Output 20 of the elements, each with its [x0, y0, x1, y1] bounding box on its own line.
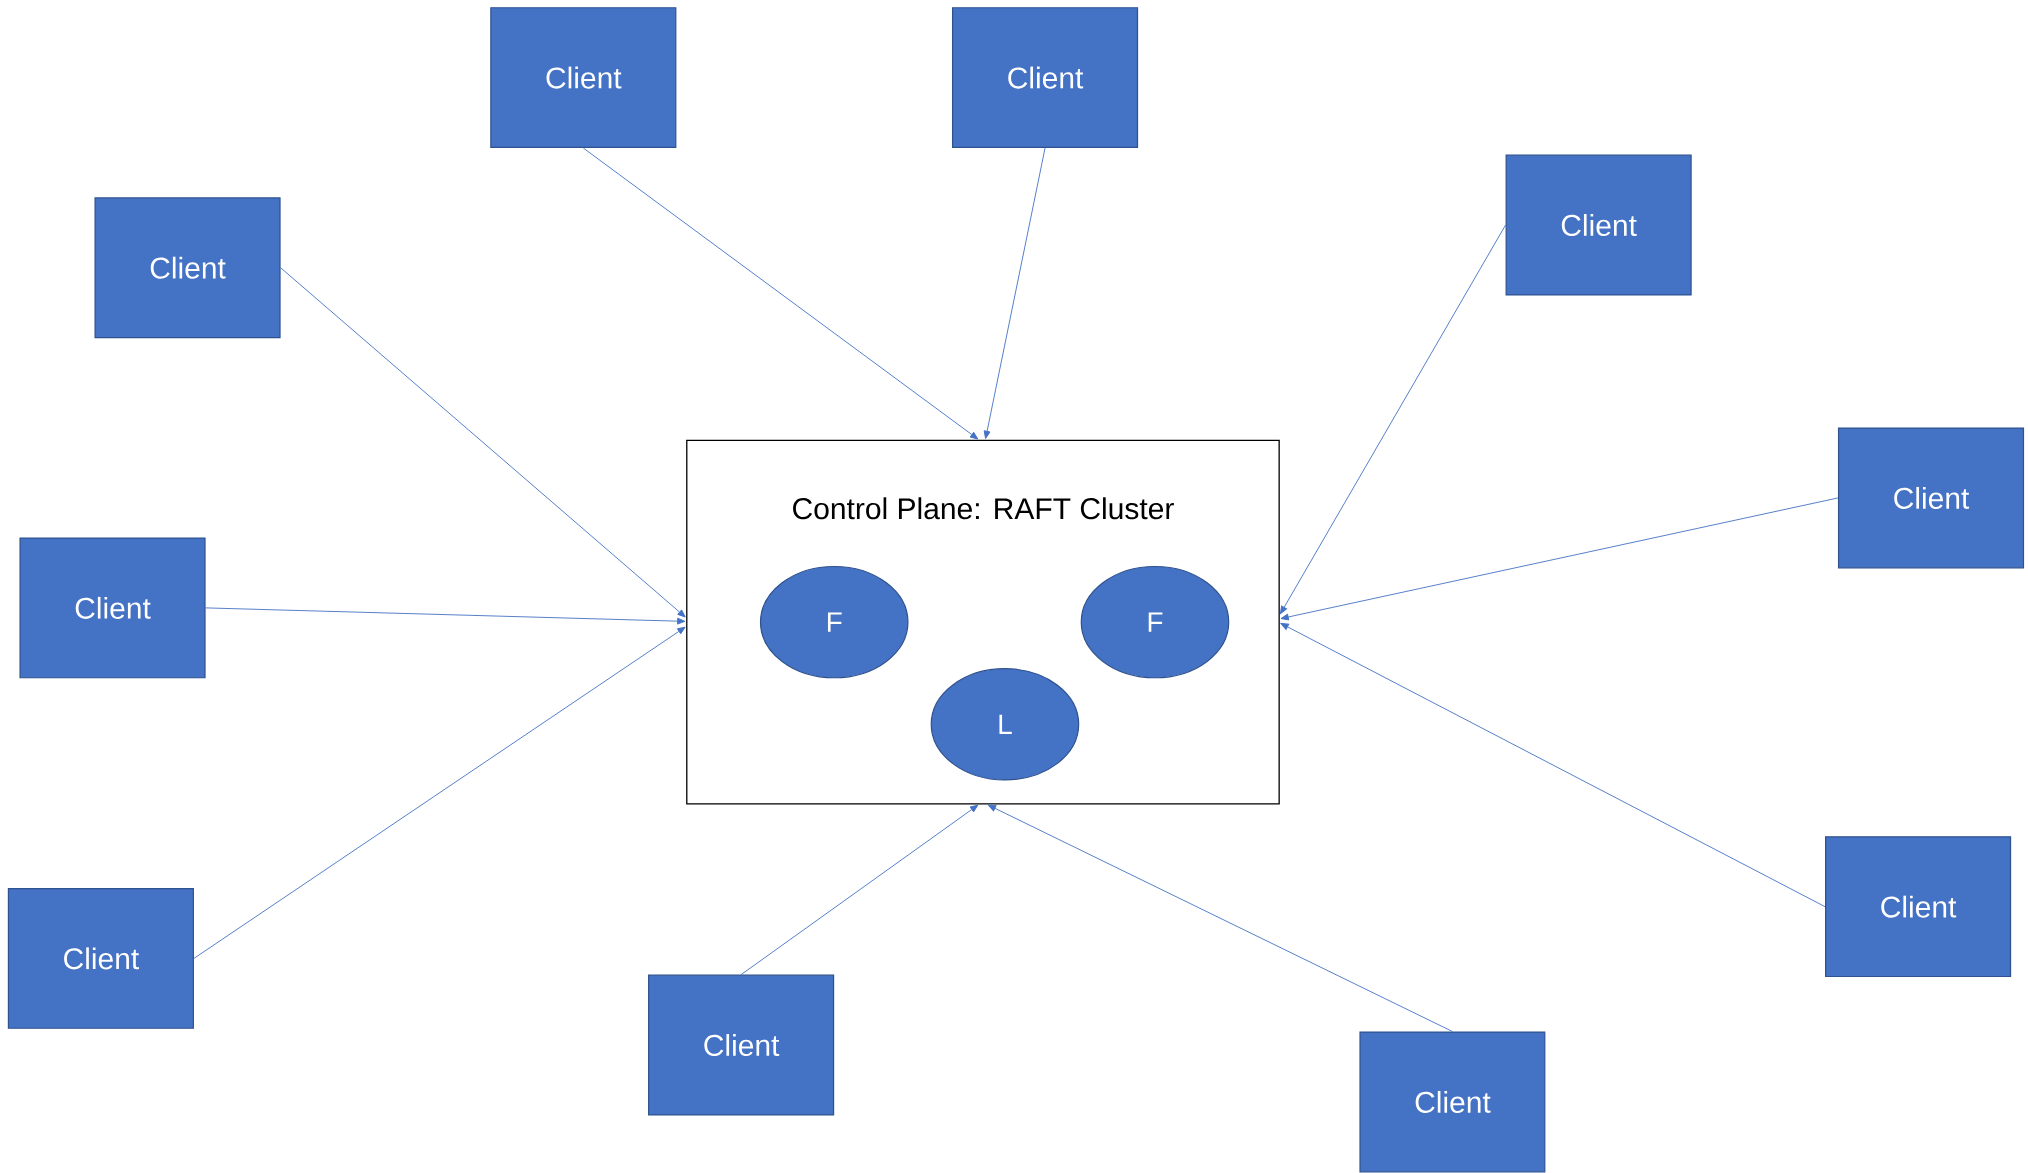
client-box: Client [94, 197, 281, 339]
client-box: Client [490, 7, 677, 148]
client-box: Client [1837, 427, 2025, 569]
arrow [1280, 622, 1826, 908]
arrow [193, 626, 686, 959]
client-box: Client [952, 7, 1139, 148]
client-box: Client [1825, 836, 2012, 978]
client-box: Client [7, 887, 194, 1029]
arrow [582, 147, 979, 440]
client-box: Client [1505, 154, 1692, 296]
client-box: Client [19, 537, 206, 679]
client-box: Client [1359, 1031, 1546, 1173]
arrow [205, 607, 686, 625]
arrow [1280, 497, 1839, 621]
arrow [740, 804, 979, 976]
client-box: Client [648, 974, 835, 1116]
arrow [987, 804, 1453, 1032]
arrow [280, 267, 686, 618]
arrow [983, 147, 1046, 439]
arrow [1279, 224, 1506, 615]
